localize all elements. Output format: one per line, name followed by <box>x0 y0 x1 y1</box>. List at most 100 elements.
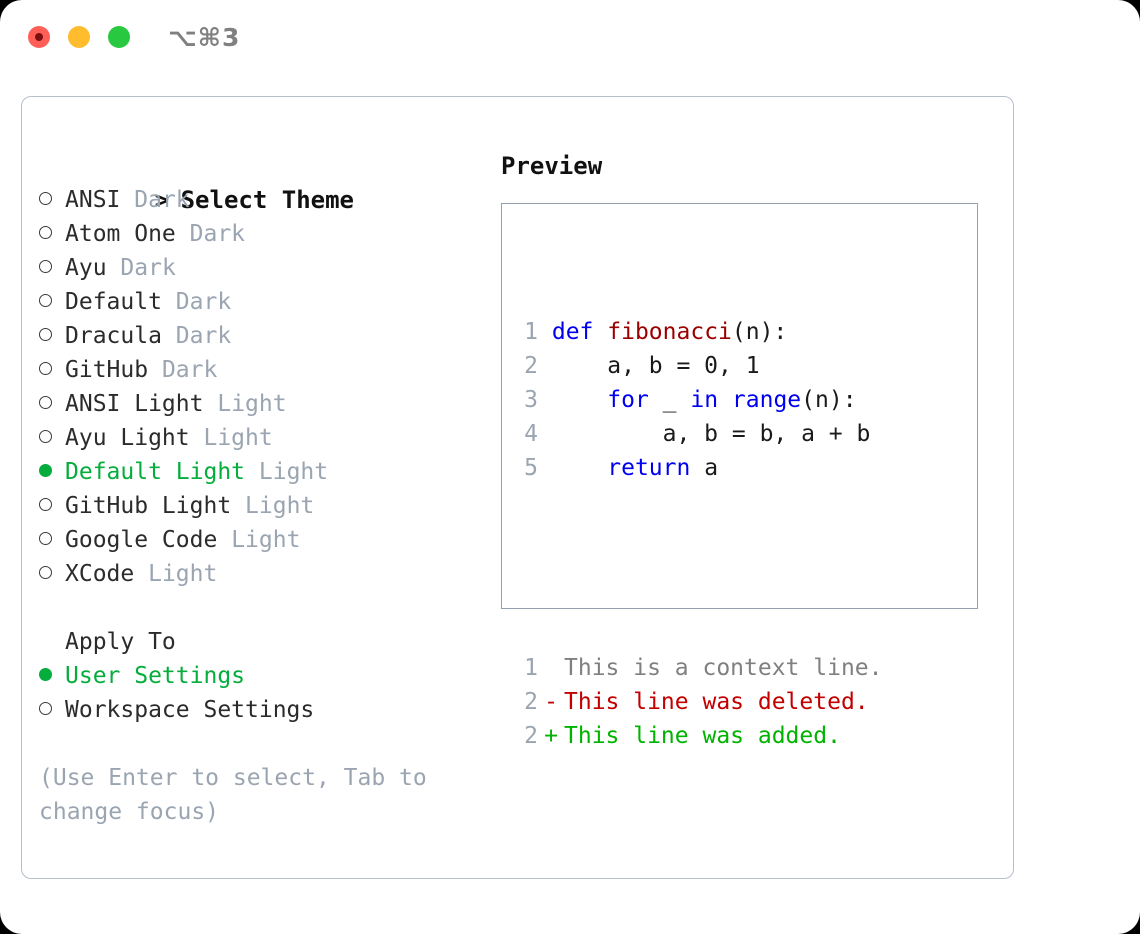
radio-selected-icon <box>39 455 65 489</box>
radio-dot <box>39 226 52 239</box>
theme-mode-label: Light <box>258 459 329 485</box>
code-line: 4 a, b = b, a + b <box>514 417 883 451</box>
radio-unselected-icon <box>39 387 65 421</box>
code-token: return <box>607 455 691 481</box>
code-token: a, b = b, a + b <box>551 421 871 447</box>
radio-unselected-icon <box>39 523 65 557</box>
theme-list-item[interactable]: Google Code Light <box>39 523 479 557</box>
radio-dot <box>39 566 52 579</box>
theme-name-label: Atom One <box>65 221 176 247</box>
theme-mode-label: Light <box>148 561 218 587</box>
theme-list-item[interactable]: Default Dark <box>39 285 479 319</box>
diff-line-number: 1 <box>524 655 538 681</box>
radio-unselected-icon <box>39 421 65 455</box>
radio-selected-icon <box>39 659 65 693</box>
code-token: (n): <box>731 319 788 345</box>
radio-dot <box>39 668 52 681</box>
apply-to-option[interactable]: Workspace Settings <box>39 693 479 727</box>
code-token <box>552 387 607 413</box>
theme-list-item[interactable]: Atom One Dark <box>39 217 479 251</box>
theme-name-label: XCode <box>65 561 135 587</box>
theme-name-label: GitHub <box>65 357 149 383</box>
diff-line: 2-This line was deleted. <box>514 685 883 719</box>
radio-dot <box>39 192 52 205</box>
keyboard-shortcut-label: ⌥⌘3 <box>168 23 241 52</box>
radio-dot <box>39 362 52 375</box>
theme-list-item[interactable]: Dracula Dark <box>39 319 479 353</box>
radio-dot <box>39 328 52 341</box>
theme-mode-label: Dark <box>175 323 232 349</box>
theme-list-item[interactable]: ANSI Dark <box>39 183 479 217</box>
code-diff-spacer <box>514 553 883 583</box>
theme-mode-label: Light <box>245 493 315 519</box>
theme-list-item[interactable]: GitHub Dark <box>39 353 479 387</box>
theme-list-item[interactable]: Ayu Dark <box>39 251 479 285</box>
theme-name-label: GitHub Light <box>65 493 232 519</box>
close-window-button[interactable] <box>28 26 50 48</box>
theme-mode-label: Light <box>217 391 287 417</box>
apply-to-heading: Apply To <box>65 629 176 655</box>
maximize-window-button[interactable] <box>108 26 130 48</box>
diff-block: 1 This is a context line.2-This line was… <box>514 651 883 753</box>
apply-to-option[interactable]: User Settings <box>39 659 479 693</box>
radio-unselected-icon <box>39 319 65 353</box>
code-line-number: 1 <box>524 319 538 345</box>
radio-dot <box>39 260 52 273</box>
theme-name-label: Dracula <box>65 323 162 349</box>
code-line: 2 a, b = 0, 1 <box>514 349 883 383</box>
code-token <box>552 455 607 481</box>
code-token: def <box>551 319 594 345</box>
code-token: in <box>690 387 719 413</box>
theme-name-label: ANSI <box>65 187 121 213</box>
select-theme-heading-label: Select Theme <box>180 186 354 214</box>
radio-dot <box>39 294 52 307</box>
diff-line-text: This line was deleted. <box>564 689 869 715</box>
code-token: for <box>607 387 649 413</box>
diff-marker: + <box>544 723 558 749</box>
theme-name-label: Default <box>65 289 162 315</box>
radio-unselected-icon <box>39 183 65 217</box>
radio-unselected-icon <box>39 217 65 251</box>
theme-name-label: Default Light <box>65 459 246 485</box>
preview-column: Preview 1 def fibonacci(n):2 a, b = 0, 1… <box>501 149 991 749</box>
radio-unselected-icon <box>39 489 65 523</box>
theme-mode-label: Dark <box>189 221 246 247</box>
theme-list-item[interactable]: GitHub Light Light <box>39 489 479 523</box>
code-token: a <box>690 455 719 481</box>
apply-to-option-label: Workspace Settings <box>65 697 315 723</box>
diff-line: 2+This line was added. <box>514 719 883 753</box>
radio-dot <box>39 702 52 715</box>
code-token: fibonacci <box>607 319 732 345</box>
diff-marker <box>538 651 564 685</box>
diff-line: 1 This is a context line. <box>514 651 883 685</box>
theme-mode-label: Light <box>203 425 273 451</box>
close-icon <box>35 33 43 41</box>
radio-unselected-icon <box>39 557 65 591</box>
prompt-caret-icon: > <box>154 186 170 214</box>
code-line-number: 3 <box>524 387 538 413</box>
theme-list-item[interactable]: XCode Light <box>39 557 479 591</box>
radio-unselected-icon <box>39 353 65 387</box>
theme-name-label: Ayu <box>65 255 107 281</box>
theme-list-item[interactable]: Default Light Light <box>39 455 479 489</box>
diff-line-text: This line was added. <box>564 723 841 749</box>
title-bar: ⌥⌘3 <box>0 0 1140 78</box>
theme-list-item[interactable]: Ayu Light Light <box>39 421 479 455</box>
code-token <box>718 387 732 413</box>
code-token: range <box>731 387 802 413</box>
theme-mode-label: Dark <box>161 357 218 383</box>
theme-list-item[interactable]: ANSI Light Light <box>39 387 479 421</box>
radio-unselected-icon <box>39 285 65 319</box>
theme-mode-label: Dark <box>120 255 176 281</box>
theme-name-label: ANSI Light <box>65 391 204 417</box>
code-line: 5 return a <box>514 451 883 485</box>
diff-line-text: This is a context line. <box>564 655 883 681</box>
code-token: _ <box>648 387 691 413</box>
theme-name-label: Ayu Light <box>65 425 190 451</box>
minimize-window-button[interactable] <box>68 26 90 48</box>
radio-dot <box>39 430 52 443</box>
